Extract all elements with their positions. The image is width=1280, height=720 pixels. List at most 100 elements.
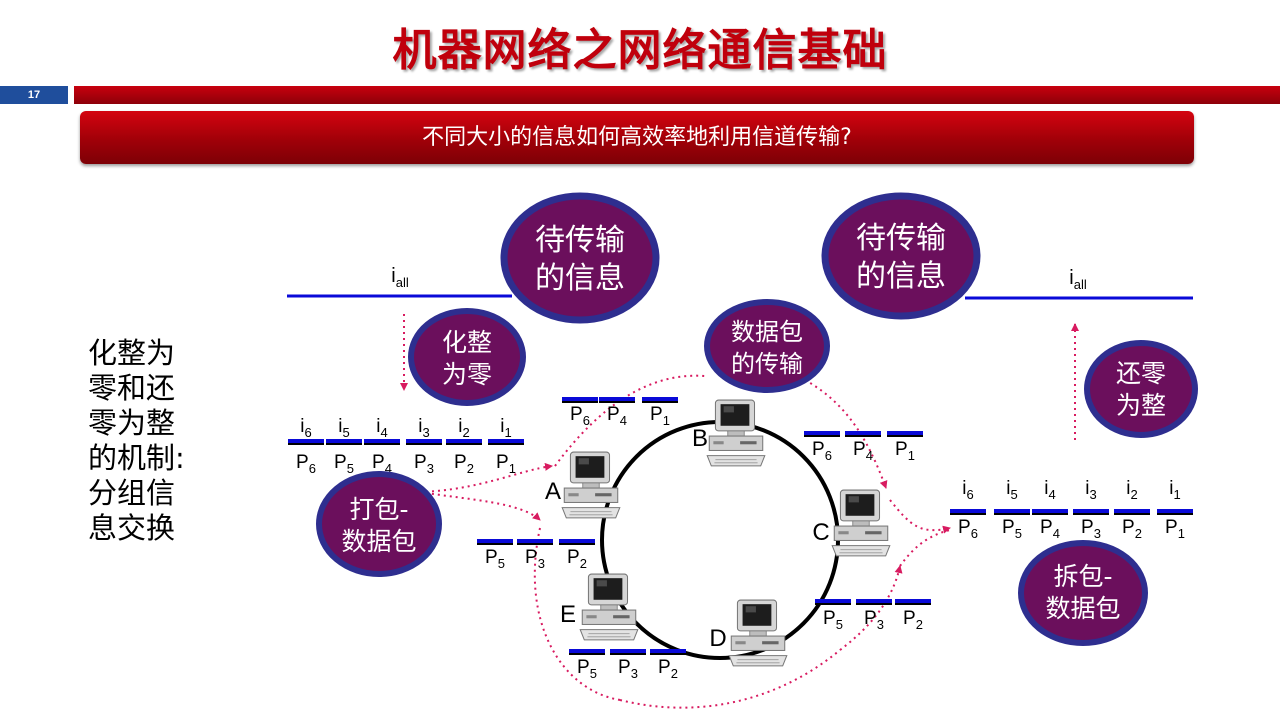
page-number-bar: [0, 86, 68, 104]
sender-i-label: i3: [418, 416, 429, 440]
svg-text:的信息: 的信息: [535, 261, 625, 296]
travel-packet-label: P2: [658, 657, 678, 681]
travel-packet-bar-underline: [887, 435, 923, 437]
svg-text:数据包: 数据包: [1045, 594, 1120, 623]
travel-packet-label: P1: [895, 439, 915, 463]
travel-packet-label: P4: [607, 404, 627, 428]
svg-text:数据包: 数据包: [341, 527, 416, 556]
bottom-to-d-path: [619, 649, 841, 709]
computer-icon: [706, 399, 766, 467]
sender-p-label: P3: [414, 452, 434, 476]
receiver-packet-bar-underline: [1032, 513, 1068, 515]
sender-packet-bar-underline: [326, 443, 362, 445]
receiver-i-label: i4: [1044, 478, 1055, 502]
node-e-label: E: [560, 601, 576, 628]
travel-packet-bar: [569, 649, 605, 653]
travel-packet-label: P3: [525, 547, 545, 571]
travel-packet-label: P3: [864, 608, 884, 632]
travel-packet-label: P5: [577, 657, 597, 681]
receiver-p-label: P1: [1165, 517, 1185, 541]
svg-text:化整: 化整: [442, 328, 492, 357]
receiver-p-label: P3: [1081, 517, 1101, 541]
receiver-packet-bar-underline: [994, 513, 1030, 515]
travel-packet-bar: [477, 539, 513, 543]
travel-packet-label: P4: [853, 439, 873, 463]
travel-packet-label: P5: [485, 547, 505, 571]
receiver-packet-bar-underline: [1157, 513, 1193, 515]
travel-packet-bar: [562, 397, 598, 401]
travel-packet-bar-underline: [599, 401, 635, 403]
receiver-p-label: P6: [958, 517, 978, 541]
page-number: 17: [27, 89, 41, 101]
bubble-unpack: 拆包- 数据包: [1018, 540, 1148, 646]
svg-text:待传输: 待传输: [856, 221, 946, 256]
svg-text:的传输: 的传输: [731, 350, 803, 378]
receiver-p-label: P2: [1122, 517, 1142, 541]
sender-p-label: P5: [334, 452, 354, 476]
svg-text:数据包: 数据包: [731, 318, 803, 346]
travel-packet-label: P2: [567, 547, 587, 571]
receiver-packet-bar-underline: [1114, 513, 1150, 515]
receiver-packet-bar: [1157, 509, 1193, 513]
sender-packet-bar-underline: [406, 443, 442, 445]
receiver-packet-bar: [950, 509, 986, 513]
travel-packet-bar-underline: [650, 653, 686, 655]
travel-packet-bar-underline: [569, 653, 605, 655]
travel-packet-bar-underline: [559, 543, 595, 545]
travel-packet-bar: [804, 431, 840, 435]
question-text: 不同大小的信息如何高效率地利用信道传输?: [422, 125, 852, 150]
sender-i-label: i5: [338, 416, 349, 440]
pack-to-e-arrow: [419, 491, 541, 521]
travel-packet-label: P6: [812, 439, 832, 463]
travel-packet-label: P5: [823, 608, 843, 632]
sender-packet-bar: [288, 439, 324, 443]
a-to-b-path: [554, 374, 706, 467]
sender-i-label: i6: [300, 416, 311, 440]
d-to-receiver-path: [899, 529, 951, 567]
node-b-label: B: [692, 425, 708, 452]
side-line: 分组信: [88, 476, 176, 510]
travel-packet-bar: [887, 431, 923, 435]
sender-p-label: P6: [296, 452, 316, 476]
travel-packet-bar-underline: [562, 401, 598, 403]
travel-packet-bar-underline: [804, 435, 840, 437]
pack-to-a-arrow: [419, 462, 553, 493]
travel-packet-bar: [815, 599, 851, 603]
svg-text:还零: 还零: [1116, 359, 1166, 388]
travel-packet-bar-underline: [642, 401, 678, 403]
packets-layer: i6P6i5P5i4P4i3P3i2P2i1P1i6P6i5P5i4P4i3P3…: [288, 397, 1193, 681]
side-line: 的机制:: [88, 441, 185, 475]
bubble-send-info: 待传输 的信息: [500, 192, 660, 324]
node-d-label: D: [709, 625, 726, 652]
receiver-iall-label: iall: [1069, 267, 1087, 292]
svg-text:待传输: 待传输: [535, 223, 625, 258]
sender-packet-bar-underline: [288, 443, 324, 445]
travel-packet-label: P3: [618, 657, 638, 681]
svg-text:拆包-: 拆包-: [1053, 562, 1112, 591]
bubble-split: 化整 为零: [408, 308, 526, 406]
svg-text:打包-: 打包-: [349, 495, 408, 524]
sender-i-label: i2: [458, 416, 469, 440]
computer-icon: [831, 489, 891, 557]
travel-packet-bar: [650, 649, 686, 653]
computer-icon: [579, 573, 639, 641]
node-a-label: A: [545, 478, 561, 505]
bubble-recv-info: 待传输 的信息: [821, 192, 981, 320]
sender-packet-bar-underline: [364, 443, 400, 445]
sender-packet-bar-underline: [488, 443, 524, 445]
sender-p-label: P1: [496, 452, 516, 476]
receiver-packet-bar: [1114, 509, 1150, 513]
svg-text:为零: 为零: [442, 360, 492, 389]
computer-icon: [728, 599, 788, 667]
sender-packet-bar-underline: [446, 443, 482, 445]
svg-text:的信息: 的信息: [856, 259, 946, 294]
travel-packet-bar-underline: [856, 603, 892, 605]
side-line: 零和还: [88, 371, 176, 405]
sender-p-label: P4: [372, 452, 392, 476]
travel-packet-bar-underline: [610, 653, 646, 655]
travel-packet-bar: [642, 397, 678, 401]
side-line: 零为整: [88, 406, 176, 440]
sender-i-label: i1: [500, 416, 511, 440]
travel-packet-bar: [845, 431, 881, 435]
sender-iall-label: iall: [391, 265, 409, 290]
